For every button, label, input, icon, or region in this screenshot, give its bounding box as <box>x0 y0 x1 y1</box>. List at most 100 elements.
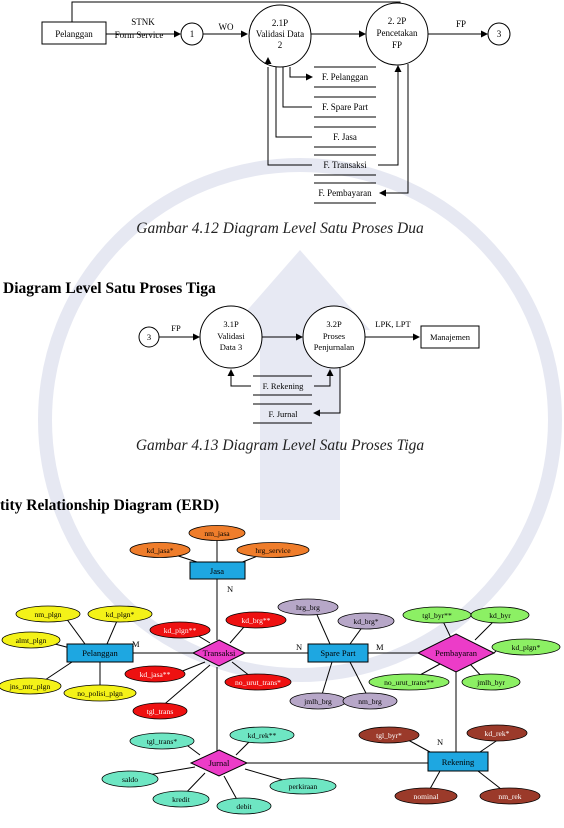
process-3-1-name-2: Data 3 <box>220 342 242 352</box>
dfd-proses-tiga-labels: 3 FP 3.1P Validasi Data 3 3.2P Proses Pe… <box>147 319 471 419</box>
entity-pelanggan-label: Pelanggan <box>82 648 118 658</box>
attr-nm-plgn-label: nm_plgn <box>34 610 61 619</box>
ext-pelanggan-label: Pelanggan <box>55 29 93 39</box>
attr-kd-byr-label: kd_byr <box>489 611 511 620</box>
connector-3b-label: 3 <box>147 332 151 342</box>
flow-fp-label: FP <box>456 19 466 29</box>
store-spare-part: F. Spare Part <box>322 102 369 112</box>
process-3-2-name: Proses <box>323 331 345 341</box>
dfd-proses-tiga <box>138 305 480 424</box>
relationship-jurnal-label: Jurnal <box>209 758 230 768</box>
flow-form-service-label: Form Service <box>115 30 164 40</box>
attr-no-polisi-plgn-label: no_polisi_plgn <box>77 689 123 698</box>
attr-jmlh-byr-label: jmlh_byr <box>476 678 505 687</box>
attr-nm-rek <box>479 787 541 805</box>
relationship-transaksi-label: Transaksi <box>203 648 236 658</box>
process-3-2-name-2: Penjurnalan <box>314 342 355 352</box>
store-jasa: F. Jasa <box>333 132 357 142</box>
attr-hrg-brg-label: hrg_brg <box>296 603 320 612</box>
connector-3-label: 3 <box>497 29 502 39</box>
flow-wo-label: WO <box>219 22 234 32</box>
attr-kredit <box>152 790 210 808</box>
attr-tgl-byr-star-label: tgl_byr* <box>376 731 402 740</box>
section-title-erd: tity Relationship Diagram (ERD) <box>0 497 219 514</box>
process-3-1-name: Validasi <box>217 331 245 341</box>
store-pembayaran: F. Pembayaran <box>318 188 372 198</box>
attr-nominal-label: nominal <box>414 792 439 801</box>
attr-kd-brg <box>337 612 395 630</box>
store-transaksi: F. Transaksi <box>323 160 367 170</box>
attr-jns-mtr-plgn <box>0 677 62 695</box>
process-2-1-name-2: 2 <box>278 40 283 50</box>
process-2-1 <box>248 4 312 68</box>
attr-perkiraan <box>269 777 337 795</box>
attr-almt-plgn-label: almt_plgn <box>16 636 47 645</box>
cardinality-n-jasa: N <box>227 584 233 594</box>
attr-debit-label: debit <box>236 802 252 811</box>
erd-relationships <box>189 633 496 777</box>
attr-tr-kd-plgn <box>149 621 211 639</box>
attr-kd-rek-star <box>466 724 528 742</box>
attr-tr-kd-jasa <box>124 665 186 683</box>
relationship-pembayaran <box>416 633 496 673</box>
attr-tr-kd-brg <box>225 611 287 629</box>
attr-nm-jasa-label: nm_jasa <box>204 529 230 538</box>
process-2-2-name-2: FP <box>392 40 402 50</box>
attr-nm-plgn <box>15 605 81 623</box>
attr-kredit-label: kredit <box>172 795 191 804</box>
process-2-2-name: Pencetakan <box>377 28 418 38</box>
erd-attribute-labels: nm_jasa kd_jasa* hrg_service nm_plgn kd_… <box>9 529 541 811</box>
attr-tgl-byr-2-label: tgl_byr** <box>422 611 452 620</box>
erd-cardinality: N M N M N <box>132 584 443 747</box>
attr-tr-kd-jasa-label: kd_jasa** <box>140 670 171 679</box>
connector-1-label: 1 <box>190 29 195 39</box>
attr-nm-brg-label: nm_brg <box>358 697 382 706</box>
flow-fp-3-label: FP <box>171 323 181 333</box>
attr-perkiraan-label: perkiraan <box>289 782 318 791</box>
attr-by-kd-plgn <box>491 638 561 656</box>
flow-stnk-label: STNK <box>131 17 155 27</box>
attr-kd-byr <box>470 606 530 624</box>
attr-nm-brg <box>342 692 398 710</box>
process-2-2-number: 2. 2P <box>388 16 407 26</box>
attr-no-polisi-plgn <box>63 684 137 702</box>
store-jurnal: F. Jurnal <box>268 409 298 419</box>
erd-relationship-labels: Transaksi Pembayaran Jurnal <box>203 648 478 768</box>
attr-jns-mtr-plgn-label: jns_mtr_plgn <box>9 682 51 691</box>
attr-tr-no-urut-label: no_urut_trans* <box>235 678 281 687</box>
process-2-1-number: 2.1P <box>272 18 288 28</box>
erd-entities <box>66 561 489 772</box>
process-3-2-number: 3.2P <box>326 319 342 329</box>
entity-jasa <box>189 561 246 580</box>
attr-tgl-byr-star <box>358 726 420 744</box>
attr-hrg-brg <box>277 598 339 616</box>
attr-saldo-label: saldo <box>122 775 138 784</box>
caption-4-12: Gambar 4.12 Diagram Level Satu Proses Du… <box>136 220 424 237</box>
connector-3 <box>487 22 511 46</box>
attr-tgl-trans-star <box>129 732 195 750</box>
attr-tr-tgl-trans-label: tgl_trans <box>147 707 174 716</box>
attr-kd-jasa-label: kd_jasa* <box>147 546 174 555</box>
attr-nm-rek-label: nm_rek <box>498 792 521 801</box>
dfd-proses-dua-labels: Pelanggan STNK Form Service 1 WO 2.1P Va… <box>55 16 502 198</box>
attr-hrg-service-label: hrg_service <box>255 546 291 555</box>
cardinality-m-pembayaran: M <box>376 642 384 652</box>
entity-rekening <box>427 751 489 772</box>
attr-debit <box>216 797 272 815</box>
relationship-pembayaran-label: Pembayaran <box>435 648 478 658</box>
attr-kd-rek-star-label: kd_rek* <box>485 729 510 738</box>
attr-tr-no-urut <box>224 673 292 691</box>
entity-jasa-label: Jasa <box>210 566 224 576</box>
process-2-1-name: Validasi Data <box>256 29 304 39</box>
entity-pelanggan <box>66 643 134 663</box>
erd-entity-labels: Jasa Pelanggan Spare Part Rekening <box>82 566 475 767</box>
attr-kd-brg-label: kd_brg* <box>353 617 378 626</box>
attr-no-urut-trans-2-label: no_urut_trans** <box>384 678 434 687</box>
process-3-1-number: 3.1P <box>223 319 239 329</box>
erd-attributes <box>0 525 561 815</box>
attr-tgl-trans-star-label: tgl_trans* <box>147 737 178 746</box>
attr-jmlh-byr <box>461 673 521 691</box>
attr-no-urut-trans-2 <box>368 673 450 691</box>
cardinality-n-spare-part: N <box>296 642 302 652</box>
attr-tr-kd-brg-label: kd_brg** <box>242 616 271 625</box>
